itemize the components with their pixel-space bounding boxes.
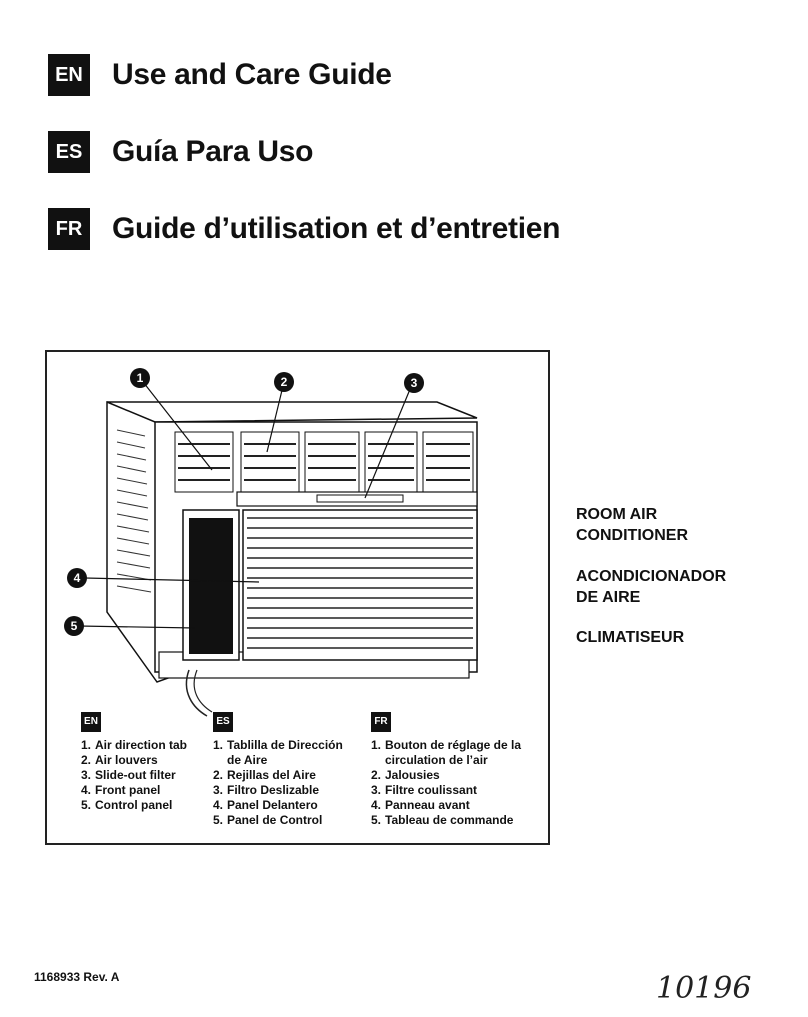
callout-3-marker: 3 xyxy=(404,373,424,393)
legend-item: 1.Bouton de réglage de la circulation de… xyxy=(371,738,522,767)
legend-list-en: 1.Air direction tab 2.Air louvers 3.Slid… xyxy=(81,738,211,813)
legend-item: 4.Front panel xyxy=(81,783,161,797)
product-label-es-line2: DE AIRE xyxy=(576,589,641,606)
legend-en: EN 1.Air direction tab 2.Air louvers 3.S… xyxy=(81,712,211,813)
handwritten-note-text: 10196 xyxy=(656,971,751,1006)
legend-item: 3.Filtre coulissant xyxy=(371,783,478,797)
callout-3: 3 xyxy=(411,376,418,390)
product-label-es-line1: ACONDICIONADOR xyxy=(576,568,727,585)
product-label-en-line1: ROOM AIR xyxy=(576,506,658,523)
lang-badge-fr: FR xyxy=(48,208,90,250)
callout-1-marker: 1 xyxy=(130,368,150,388)
legend-item: 2.Air louvers xyxy=(81,753,158,767)
legend-badge-fr: FR xyxy=(371,712,391,732)
control-panel xyxy=(189,518,233,654)
figure-box: 1 2 3 4 5 EN 1.Air direction tab 2.Air l… xyxy=(45,350,550,845)
title-row-es: ES Guía Para Uso xyxy=(48,131,313,173)
callout-4: 4 xyxy=(74,571,81,585)
air-conditioner-illustration: 1 2 3 4 5 xyxy=(64,368,478,717)
ac-top xyxy=(106,401,478,423)
legend-item: 3.Filtro Deslizable xyxy=(213,783,320,797)
product-label-fr-line1: CLIMATISEUR xyxy=(576,629,685,646)
product-label-en-line2: CONDITIONER xyxy=(576,527,688,544)
title-es: Guía Para Uso xyxy=(112,135,314,168)
legend-list-fr: 1.Bouton de réglage de la circulation de… xyxy=(371,738,543,828)
callout-5-marker: 5 xyxy=(64,616,84,636)
legend-fr: FR 1.Bouton de réglage de la circulation… xyxy=(371,712,543,828)
front-grille-lines xyxy=(247,517,473,649)
legend-item: 4.Panel Delantero xyxy=(213,798,318,812)
title-en: Use and Care Guide xyxy=(112,58,392,91)
front-panel xyxy=(242,509,478,661)
legend-badge-en: EN xyxy=(81,712,101,732)
side-vents xyxy=(116,429,152,593)
legend-item: 2.Jalousies xyxy=(371,768,440,782)
callout-2-marker: 2 xyxy=(274,372,294,392)
louver-slats xyxy=(178,443,470,481)
part-number: 1168933 Rev. A xyxy=(34,970,120,984)
legend-item: 2.Rejillas del Aire xyxy=(213,768,316,782)
title-row-fr: FR Guide d’utilisation et d’entretien xyxy=(48,208,560,250)
callout-4-marker: 4 xyxy=(67,568,87,588)
legend-list-es: 1.Tablilla de Dirección de Aire 2.Rejill… xyxy=(213,738,359,828)
legend-item: 3.Slide-out filter xyxy=(81,768,176,782)
product-label-en: ROOM AIR CONDITIONER xyxy=(576,504,776,546)
legend-es: ES 1.Tablilla de Dirección de Aire 2.Rej… xyxy=(213,712,359,828)
lang-badge-en: EN xyxy=(48,54,90,96)
handwritten-note: 10196 xyxy=(656,971,751,1006)
air-louvers-top xyxy=(174,431,474,493)
callout-2: 2 xyxy=(281,375,288,389)
filter-tab xyxy=(316,494,404,503)
legend-item: 5.Panel de Control xyxy=(213,813,323,827)
legend-item: 5.Tableau de commande xyxy=(371,813,514,827)
lang-badge-es: ES xyxy=(48,131,90,173)
callout-5: 5 xyxy=(71,619,78,633)
title-fr: Guide d’utilisation et d’entretien xyxy=(112,212,561,245)
power-cord xyxy=(185,669,208,717)
legend-badge-es: ES xyxy=(213,712,233,732)
callout-1: 1 xyxy=(137,371,144,385)
legend-item: 1.Air direction tab xyxy=(81,738,188,752)
legend-item: 4.Panneau avant xyxy=(371,798,470,812)
legend-item: 5.Control panel xyxy=(81,798,173,812)
title-row-en: EN Use and Care Guide xyxy=(48,54,392,96)
product-label-fr: CLIMATISEUR xyxy=(576,627,776,648)
product-label-es: ACONDICIONADOR DE AIRE xyxy=(576,566,776,608)
legend-item: 1.Tablilla de Dirección de Aire xyxy=(213,738,343,767)
